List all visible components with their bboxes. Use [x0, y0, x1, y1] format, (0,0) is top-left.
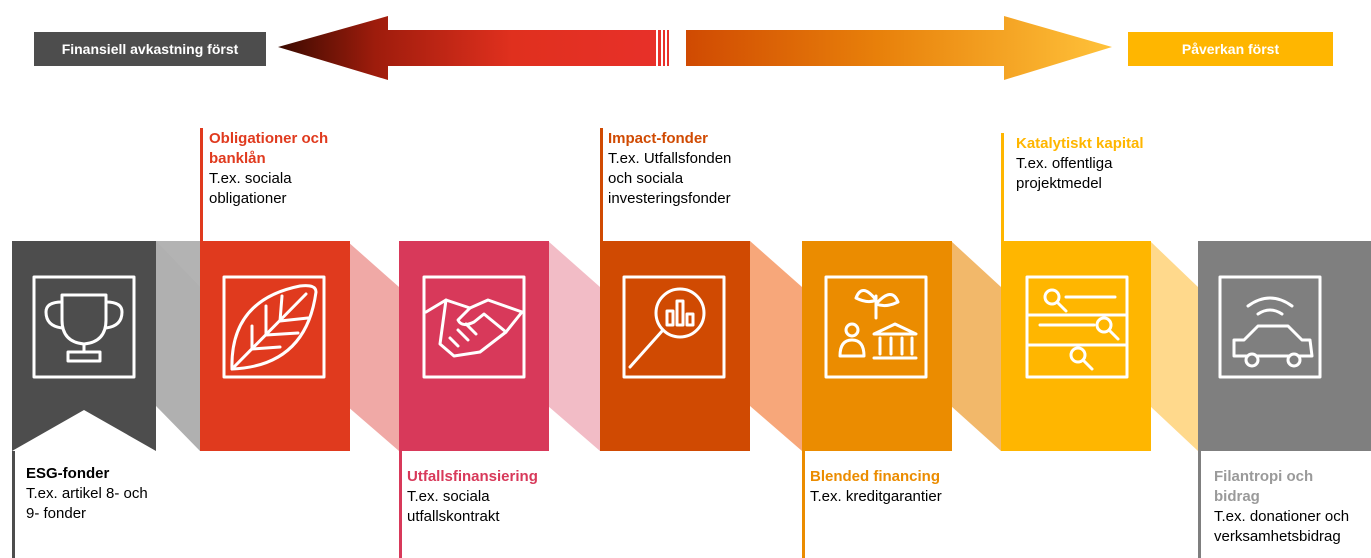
- line-impact: [600, 128, 603, 241]
- label-blended-subtitle: T.ex. kreditgarantier: [810, 488, 942, 505]
- connector-2-band: [347, 241, 399, 451]
- label-katalytiskt-subtitle: T.ex. offentliga projektmedel: [1016, 155, 1113, 192]
- label-impact-subtitle: T.ex. Utfallsfonden och sociala invester…: [608, 150, 732, 207]
- double-arrow: [278, 16, 1112, 80]
- label-utfall: Utfallsfinansiering T.ex. sociala utfall…: [407, 467, 587, 527]
- handshake-icon: [422, 275, 526, 379]
- connector-1-band: [156, 241, 200, 451]
- left-arrow-stripe-3: [667, 30, 669, 66]
- label-impact-title: Impact-fonder: [608, 130, 709, 147]
- line-utfall: [399, 451, 402, 558]
- connector-4-band: [750, 241, 802, 451]
- line-blended: [802, 451, 805, 558]
- label-filantropi-subtitle: T.ex. donationer och verksamhetsbidrag: [1214, 508, 1350, 545]
- right-arrow-shape: [686, 16, 1112, 80]
- leaf-icon: [222, 275, 326, 379]
- trophy-icon: [32, 275, 136, 379]
- impact-first-label: Påverkan först: [1128, 32, 1333, 66]
- left-arrow-stripe-1: [658, 30, 661, 66]
- line-esg: [12, 451, 15, 558]
- connector-5-band: [951, 241, 1001, 451]
- label-utfall-subtitle: T.ex. sociala utfallskontrakt: [407, 488, 500, 525]
- connector-3-band: [548, 241, 600, 451]
- label-obligationer: Obligationer och banklån T.ex. sociala o…: [209, 129, 389, 209]
- line-filantropi: [1198, 451, 1201, 558]
- label-katalytiskt: Katalytiskt kapital T.ex. offentliga pro…: [1016, 134, 1196, 194]
- left-arrow-stripe-2: [663, 30, 665, 66]
- label-impact: Impact-fonder T.ex. Utfallsfonden och so…: [608, 129, 788, 209]
- magnifier-chart-icon: [622, 275, 726, 379]
- label-obligationer-subtitle: T.ex. sociala obligationer: [209, 170, 292, 207]
- financial-return-first-label: Finansiell avkastning först: [34, 32, 266, 66]
- car-signal-icon: [1218, 275, 1322, 379]
- label-blended-title: Blended financing: [810, 468, 941, 485]
- label-katalytiskt-title: Katalytiskt kapital: [1016, 135, 1144, 152]
- label-esg: ESG-fonder T.ex. artikel 8- och 9- fonde…: [26, 464, 206, 524]
- left-arrow-shape: [278, 16, 656, 80]
- label-obligationer-title: Obligationer och banklån: [209, 130, 329, 167]
- sliders-search-icon: [1025, 275, 1129, 379]
- line-obligationer: [200, 128, 203, 241]
- line-katalytiskt: [1001, 133, 1004, 241]
- connector-6-band: [1150, 241, 1198, 451]
- label-blended: Blended financing T.ex. kreditgarantier: [810, 467, 990, 507]
- label-filantropi-title: Filantropi och bidrag: [1214, 468, 1314, 505]
- label-esg-title: ESG-fonder: [26, 465, 110, 482]
- label-filantropi: Filantropi och bidrag T.ex. donationer o…: [1214, 467, 1371, 547]
- label-utfall-title: Utfallsfinansiering: [407, 468, 538, 485]
- plant-person-bank-icon: [824, 275, 928, 379]
- label-esg-subtitle: T.ex. artikel 8- och 9- fonder: [26, 485, 148, 522]
